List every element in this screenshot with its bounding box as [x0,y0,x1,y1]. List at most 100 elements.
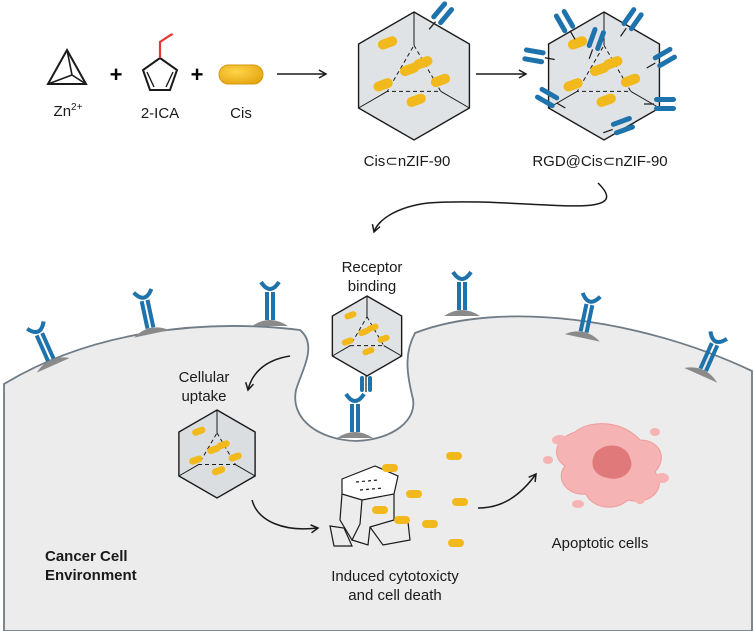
receptor-base [684,367,718,383]
drug-pill [567,36,588,50]
released-pill [372,506,388,514]
internalized-crystal [178,409,256,499]
rgd-linker [544,57,555,61]
receptor [684,331,728,383]
drug-pill [596,93,616,107]
plus-sign-2: + [191,62,204,87]
released-pill [452,498,468,506]
drug-pill [344,311,357,320]
rgd-ligand [535,86,566,109]
drug-pill [377,36,398,50]
rgd-strand [586,27,598,49]
zinc-charge: 2+ [71,102,83,113]
crystal-edge [358,90,388,109]
rgd-strand [610,116,632,127]
receptor-base [134,327,170,338]
drug-pill [207,444,221,455]
environment-line1: Cancer Cell [45,548,128,565]
curved-arrow-to-cell [371,182,608,234]
receptor-base [36,357,70,373]
drug-pill [211,466,226,476]
receptor-stalk [356,404,360,432]
apoptotic-label: Apoptotic cells [551,535,649,552]
zinc-symbol: Zn [53,103,72,120]
released-drug [372,452,468,547]
rgd-ligand [646,46,677,69]
receptor-head [344,392,366,403]
apoptosis-arrow [477,472,537,509]
rgd-ligand [586,27,606,59]
released-pill [394,516,410,524]
receptor-stalk [139,300,150,329]
released-pill [382,464,398,472]
receptor-stalk [145,299,156,328]
rgd-strand [522,56,545,65]
released-pill [448,539,464,547]
cis-nzif90-crystal [357,11,471,141]
rgd-ligand [620,7,644,37]
receptor-stalk [704,344,720,372]
drug-pill [430,73,451,88]
bound-rgd [368,376,372,392]
crystal-edge [440,90,470,109]
rgd-linker [603,128,613,134]
receptor [132,288,170,338]
receptor-stalk [698,342,714,370]
receptor-stalk [463,282,467,310]
drug-pill [620,73,641,88]
crystal-inner-face [197,431,237,466]
receptor-head [580,292,602,304]
uptake-line2: uptake [181,388,227,405]
rgd-ligands [522,7,677,136]
receptor-binding-line2: binding [347,278,397,295]
receptor-stalk [350,404,354,432]
drug-pill [341,337,354,346]
crystal-edge [178,464,199,477]
receptor-head [708,331,728,345]
zinc-label: Zn2+ [42,98,94,121]
rgd-strand [628,12,644,32]
rgd-strand [657,54,677,69]
rgd-strand [523,47,546,56]
rgd-linker [569,30,576,40]
rgd-linker [588,49,594,59]
rgd-ligand [644,97,676,111]
rgd-ligand-icon [428,1,455,30]
uptake-arrow [244,355,291,392]
drug-pill [563,78,583,92]
crystal-edge [383,345,402,357]
receptor-stalk [34,334,50,362]
transport-arrow [251,499,320,534]
rgd-strand [553,13,568,34]
ica-label: 2-ICA [140,105,180,122]
rgd-strand [535,94,555,109]
receptors [26,270,728,438]
receptor-stalk [584,304,595,333]
rgd-strand [431,1,448,20]
drug-pill [373,78,393,92]
drug-pill [377,334,390,343]
rgd-strand [621,7,637,27]
drug-pill [362,347,375,356]
rgd-strand [652,46,673,61]
drug-pill [358,327,371,337]
released-pill [422,520,438,528]
cisplatin-pill-icon [218,64,264,85]
receptor-base [337,432,373,438]
released-pill [446,452,462,460]
rgd-linker [620,27,627,37]
zinc-tetrahedron-icon [46,47,88,85]
cytotoxicity-line1: Induced cytotoxicty [331,568,459,585]
loaded-mof-label: Cis⊂nZIF-90 [363,153,451,170]
broken-crystal [329,465,411,547]
receptor-head [132,288,154,300]
drug-pill [589,62,610,77]
ica-ring-icon [141,33,179,91]
drug-pill [406,93,426,107]
rgd-strand [654,97,676,102]
crystal-edge [235,464,256,477]
binding-crystal [331,295,403,377]
receptor [26,321,70,373]
plus-sign-1: + [110,62,123,87]
